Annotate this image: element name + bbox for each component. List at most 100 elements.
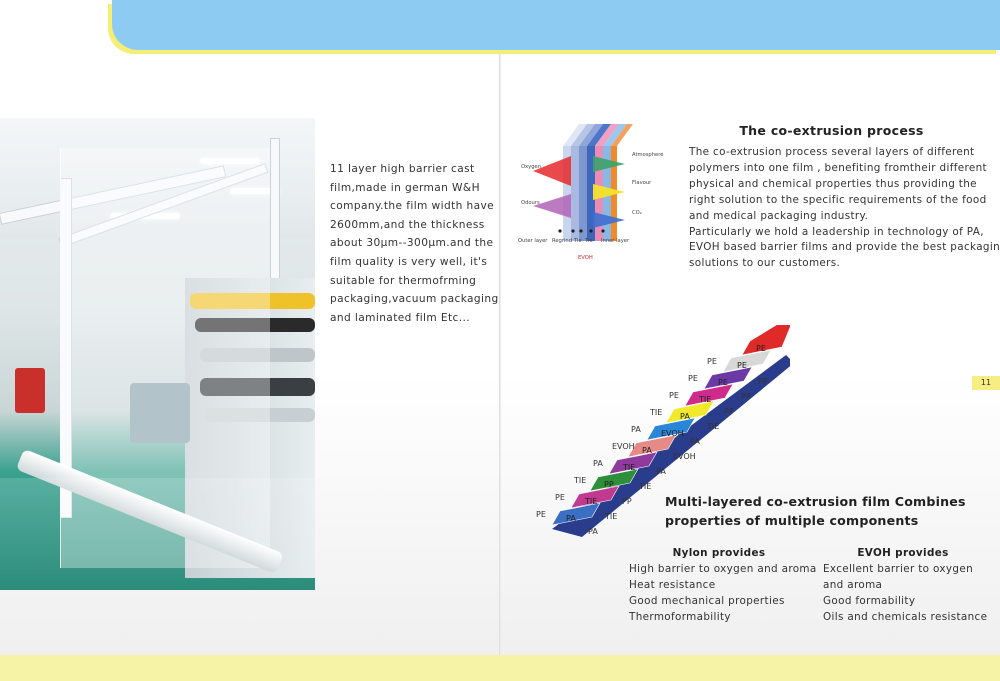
left-description: 11 layer high barrier cast film,made in … (330, 160, 499, 327)
layer-markers (558, 229, 605, 233)
label-inner-layer: Inner layer (601, 238, 630, 244)
roller-yellow (190, 293, 315, 309)
side-label-right: TIE (638, 482, 651, 491)
side-label-left: PA (593, 459, 603, 468)
coextrusion-title: The co-extrusion process (739, 123, 924, 138)
label-tie: Tie (573, 238, 582, 244)
text-line: 2600mm,and the thickness (330, 218, 485, 231)
multilayer-title-line: Multi-layered co-extrusion film Combines (665, 494, 966, 509)
coextrusion-paragraph: The co-extrusion process several layers … (689, 145, 1000, 272)
side-label-left: TIE (649, 408, 662, 417)
barrier-diagram: Oxygen Odours Atmosphere Flavour CO₂ Out… (518, 124, 663, 261)
layer-label: PE (718, 378, 728, 387)
layer-label: EVOH (661, 429, 684, 438)
top-color-band (112, 0, 1000, 50)
layer-band (589, 468, 639, 492)
roller-steel (200, 348, 315, 362)
side-label-right: PA (656, 467, 666, 476)
layer-band (741, 325, 790, 356)
text-line: and laminated film Etc... (330, 311, 471, 324)
side-label-left: PE (669, 391, 679, 400)
side-label-right: PP (622, 497, 632, 506)
text-line: EVOH based barrier films and provide the… (689, 241, 1000, 254)
text-line: film,made in german W&H (330, 181, 480, 194)
layer-band (684, 383, 734, 407)
layer-label: PA (642, 446, 652, 455)
book-spine (499, 0, 501, 681)
side-label-left: PE (536, 510, 546, 519)
layer-label: TIE (698, 395, 711, 404)
side-label-right: EVOH (673, 452, 696, 461)
text-line: solutions to our customers. (689, 257, 841, 270)
red-cabinet (15, 368, 45, 413)
label-tie: Tie (584, 238, 593, 244)
side-label-right: PA (588, 527, 598, 536)
factory-photo (0, 118, 315, 590)
label-atmosphere: Atmosphere (632, 152, 663, 158)
layer-band (627, 434, 677, 458)
side-label-right: PP (758, 377, 768, 386)
text-line: about 30μm--300μm.and the (330, 237, 494, 250)
evoh-item: Oils and chemicals resistance (823, 611, 988, 623)
layer-label: PE (756, 344, 766, 353)
layer-band (722, 349, 772, 373)
text-line: company.the film width have (330, 200, 495, 213)
evoh-item: Excellent barrier to oxygen (823, 563, 974, 575)
text-line: physical and chemical properties thus pr… (689, 177, 977, 190)
text-line: right solution to the specific requireme… (689, 193, 987, 206)
side-label-left: EVOH (612, 442, 635, 451)
text-line: The co-extrusion process several layers … (689, 146, 975, 158)
roller-black (195, 318, 315, 332)
nylon-item: High barrier to oxygen and aroma (629, 563, 817, 575)
multilayer-title: Multi-layered co-extrusion film Combines… (665, 492, 985, 530)
layer-band (646, 417, 696, 441)
evoh-item: Good formability (823, 595, 916, 607)
layer-band (570, 485, 620, 509)
layer-label: PE (737, 361, 747, 370)
layer-label: PA (566, 514, 576, 523)
layer-band (665, 400, 715, 424)
nylon-heading: Nylon provides (672, 547, 766, 559)
nylon-item: Good mechanical properties (629, 595, 785, 607)
roller-black (200, 378, 315, 396)
ceiling-light (200, 158, 260, 164)
text-line: packaging,vacuum packaging (330, 293, 499, 306)
page-number-right: 11 (972, 376, 1000, 390)
side-label-right: PP (724, 407, 734, 416)
ceiling-light (230, 188, 280, 194)
side-label-right: TIE (706, 422, 719, 431)
layer-band (551, 502, 601, 526)
gas-arrows (533, 156, 625, 228)
evoh-column: EVOH provides Excellent barrier to oxyge… (823, 545, 988, 625)
roller-steel (205, 408, 315, 422)
layer-band (703, 366, 753, 390)
side-label-left: TIE (573, 476, 586, 485)
label-flavour: Flavour (632, 180, 652, 186)
text-line: and medical packaging industry. (689, 209, 869, 222)
side-label-right: PP (741, 392, 751, 401)
label-odours: Odours (521, 200, 540, 206)
evoh-heading: EVOH provides (857, 547, 949, 559)
layer-band (608, 451, 658, 475)
label-oxygen: Oxygen (521, 164, 541, 170)
evoh-item: and aroma (823, 579, 883, 591)
text-line: Particularly we hold a leadership in tec… (689, 225, 984, 238)
side-label-left: PE (688, 374, 698, 383)
multilayer-title-line: properties of multiple components (665, 513, 919, 528)
text-line: 11 layer high barrier cast (330, 163, 475, 175)
bottom-color-band (0, 655, 1000, 681)
side-label-right: PA (690, 437, 700, 446)
multilayer-figure: PA TIE PP TIE PA EVOH PA TIE PE PE PE PE PE TIE PA EVOH… (536, 325, 790, 537)
text-line: polymers into one film , benefiting from… (689, 161, 987, 174)
side-label-left: PE (707, 357, 717, 366)
nylon-column: Nylon provides High barrier to oxygen an… (629, 545, 817, 625)
side-label-left: PE (555, 493, 565, 502)
label-co2: CO₂ (632, 210, 642, 216)
layer-label: TIE (622, 463, 635, 472)
text-line: suitable for thermofrming (330, 274, 477, 287)
nylon-item: Heat resistance (629, 579, 716, 591)
nylon-item: Thermoformability (629, 611, 731, 623)
floor-reflection (0, 478, 315, 590)
right-page (500, 0, 1000, 681)
label-outer-layer: Outer layer (518, 238, 548, 244)
